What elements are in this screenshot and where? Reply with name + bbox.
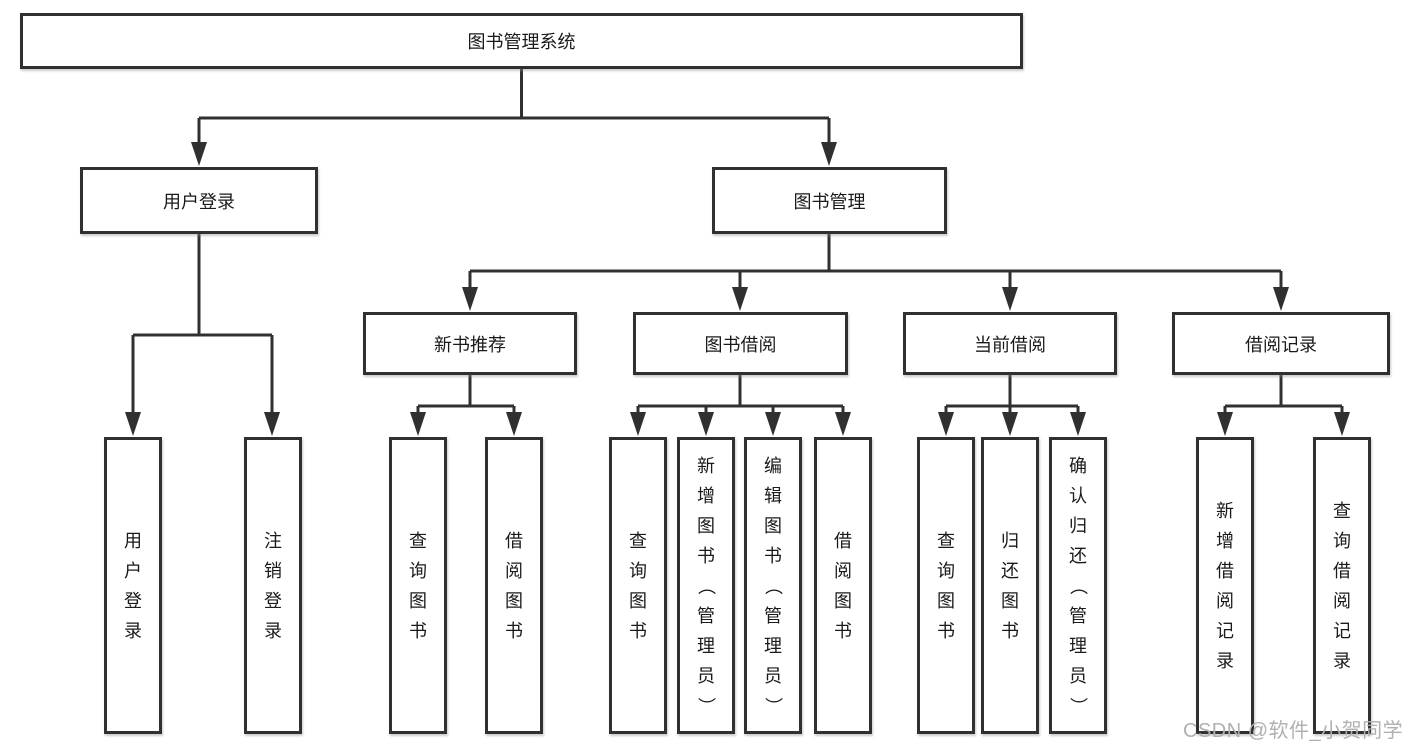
connector-book-borrow-children bbox=[630, 375, 851, 436]
leaf-borrow-books-borrow-label: 借阅图书 bbox=[834, 530, 852, 641]
connector-user-login-children bbox=[125, 234, 280, 436]
leaf-user-login-label: 用户登录 bbox=[124, 530, 142, 641]
leaf-logout: 注销登录 bbox=[244, 437, 302, 734]
node-borrow-records-label: 借阅记录 bbox=[1245, 334, 1317, 355]
node-root-label: 图书管理系统 bbox=[467, 32, 576, 52]
connector-borrow-records-children bbox=[1217, 375, 1350, 436]
leaf-add-borrow-record-label: 新增借阅记录 bbox=[1216, 500, 1234, 671]
leaf-add-borrow-record: 新增借阅记录 bbox=[1196, 437, 1254, 734]
node-book-management: 图书管理 bbox=[712, 167, 947, 234]
leaf-query-borrow-record: 查询借阅记录 bbox=[1313, 437, 1371, 734]
node-new-book-recommend: 新书推荐 bbox=[363, 312, 577, 375]
node-book-borrow: 图书借阅 bbox=[633, 312, 848, 375]
leaf-confirm-return-admin: 确认归还（管理员） bbox=[1049, 437, 1107, 734]
node-user-login-label: 用户登录 bbox=[163, 191, 235, 212]
node-new-book-recommend-label: 新书推荐 bbox=[434, 334, 506, 355]
node-book-borrow-label: 图书借阅 bbox=[704, 334, 777, 355]
connector-root-to-level2 bbox=[191, 69, 837, 166]
watermark: CSDN @软件_小贺同学 bbox=[1183, 720, 1404, 742]
leaf-edit-book-admin-label: 编辑图书（管理员） bbox=[763, 455, 783, 715]
leaf-return-book: 归还图书 bbox=[981, 437, 1039, 734]
leaf-query-books-recommend-label: 查询图书 bbox=[409, 530, 427, 641]
node-borrow-records: 借阅记录 bbox=[1172, 312, 1390, 375]
leaf-query-books-current: 查询图书 bbox=[917, 437, 975, 734]
node-book-management-label: 图书管理 bbox=[793, 191, 866, 212]
node-current-borrow: 当前借阅 bbox=[903, 312, 1117, 375]
leaf-query-books-current-label: 查询图书 bbox=[937, 530, 955, 641]
leaf-query-books-recommend: 查询图书 bbox=[389, 437, 447, 734]
leaf-borrow-books-borrow: 借阅图书 bbox=[814, 437, 872, 734]
node-current-borrow-label: 当前借阅 bbox=[974, 334, 1046, 355]
leaf-add-book-admin: 新增图书（管理员） bbox=[677, 437, 735, 734]
leaf-user-login: 用户登录 bbox=[104, 437, 162, 734]
leaf-borrow-books-recommend-label: 借阅图书 bbox=[505, 530, 523, 641]
leaf-logout-label: 注销登录 bbox=[264, 530, 282, 641]
leaf-query-books-borrow: 查询图书 bbox=[609, 437, 667, 734]
node-root: 图书管理系统 bbox=[20, 13, 1023, 69]
connector-new-book-recommend-children bbox=[410, 375, 522, 436]
connector-book-management-children bbox=[462, 234, 1289, 311]
leaf-confirm-return-admin-label: 确认归还（管理员） bbox=[1068, 455, 1088, 715]
leaf-query-borrow-record-label: 查询借阅记录 bbox=[1333, 500, 1351, 671]
leaf-add-book-admin-label: 新增图书（管理员） bbox=[696, 455, 716, 715]
node-user-login: 用户登录 bbox=[80, 167, 318, 234]
leaf-return-book-label: 归还图书 bbox=[1001, 530, 1019, 641]
leaf-query-books-borrow-label: 查询图书 bbox=[629, 530, 647, 641]
connector-current-borrow-children bbox=[938, 375, 1086, 436]
leaf-borrow-books-recommend: 借阅图书 bbox=[485, 437, 543, 734]
leaf-edit-book-admin: 编辑图书（管理员） bbox=[744, 437, 802, 734]
